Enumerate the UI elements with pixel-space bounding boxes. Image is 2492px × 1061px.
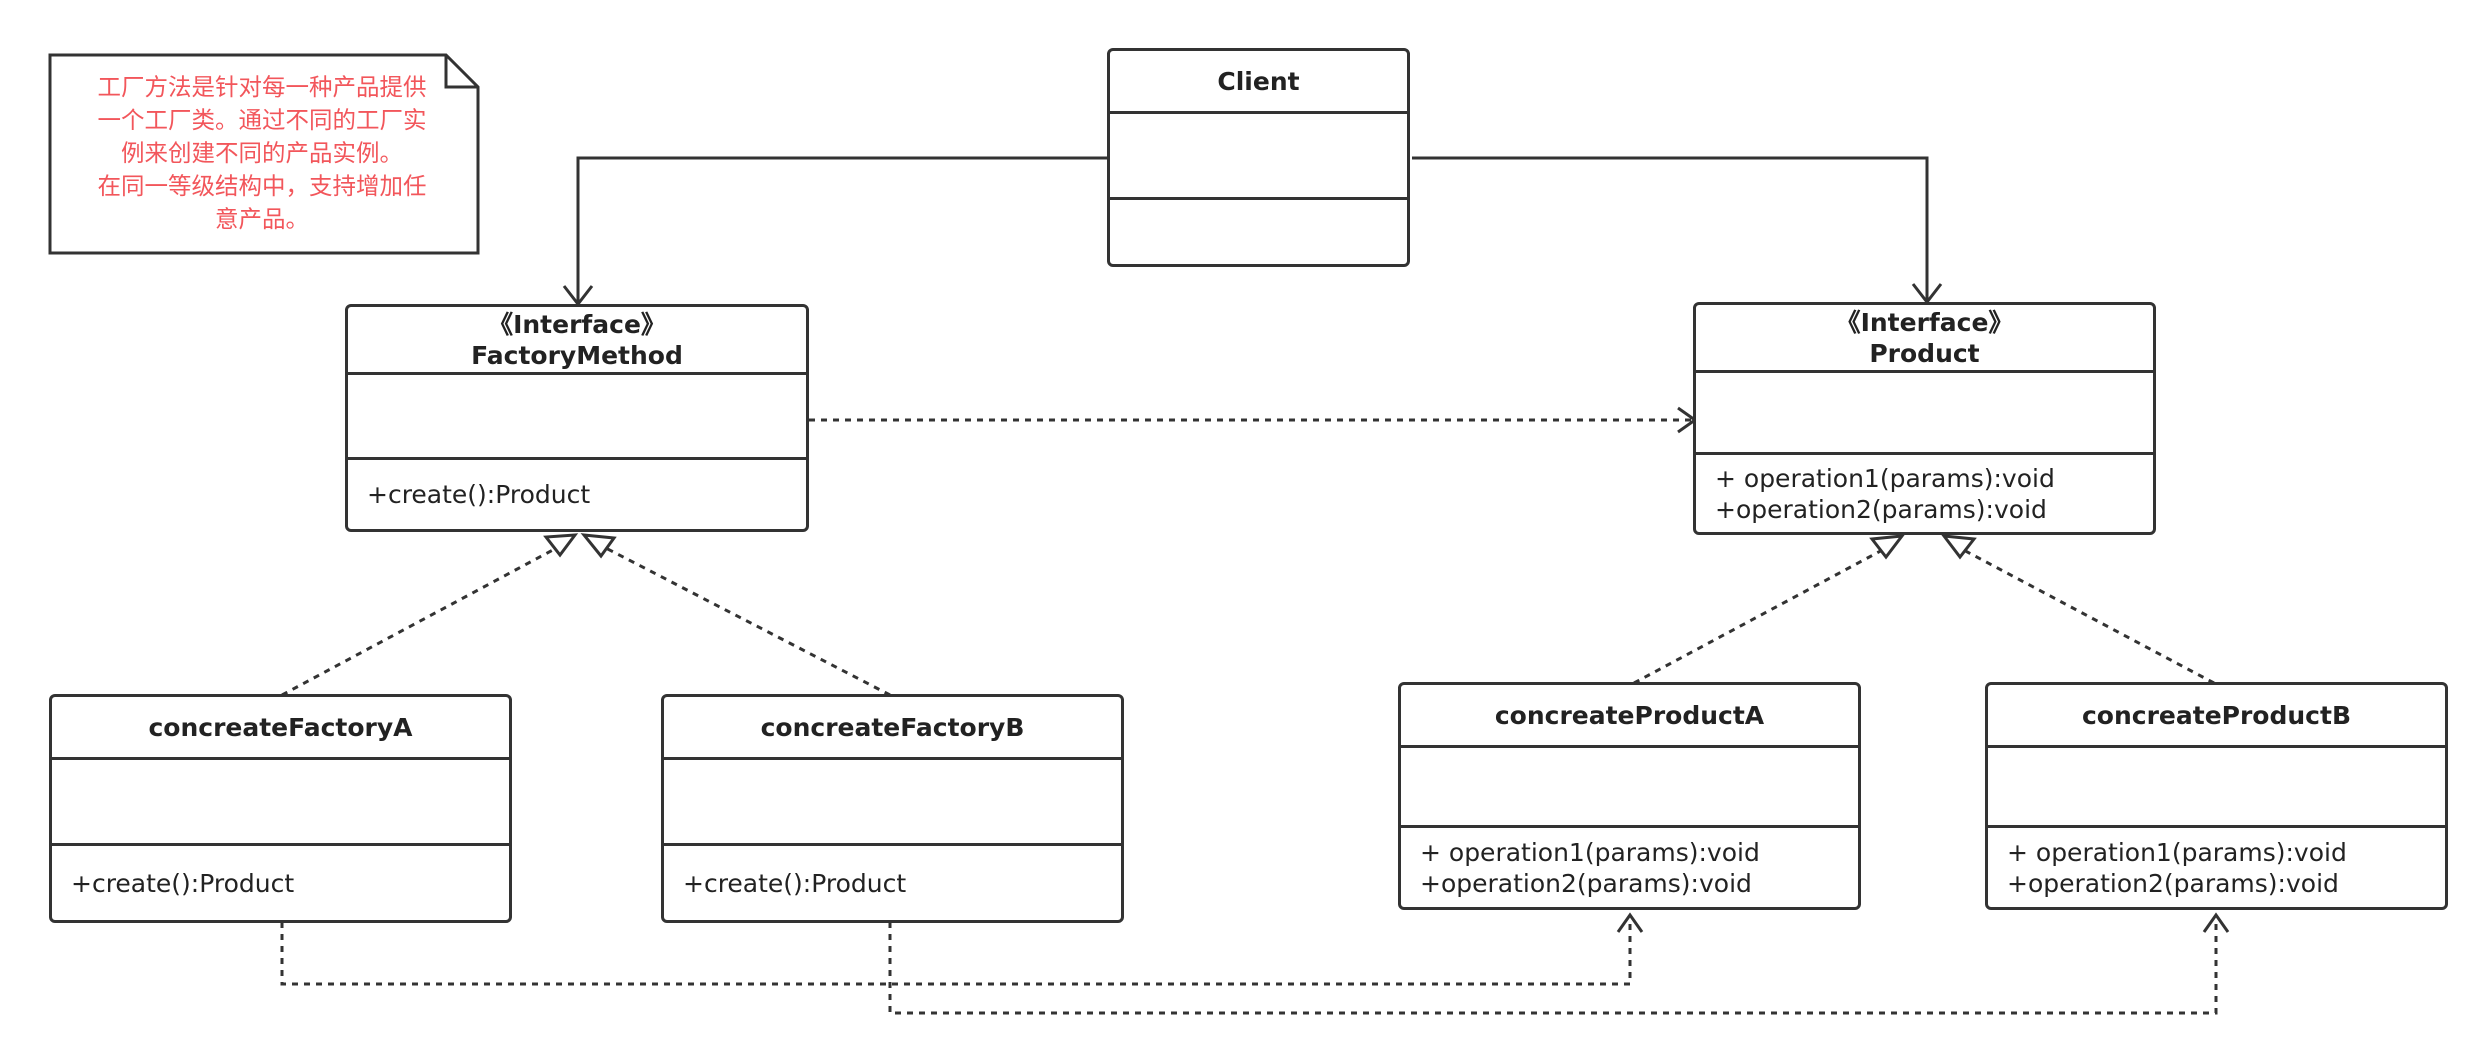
operation-create: +create():Product xyxy=(71,868,295,898)
concrete-factory-b-class[interactable]: concreateFactoryB +create():Product xyxy=(661,694,1124,923)
operations-compartment: +create():Product xyxy=(664,846,1121,920)
operation-2: +operation2(params):void xyxy=(2007,868,2339,898)
product-b-realization xyxy=(1957,545,2215,685)
factory-b-to-product-b-dependency xyxy=(888,918,2218,1015)
attributes-compartment xyxy=(52,760,509,846)
factory-a-to-product-a-dependency xyxy=(280,918,1632,986)
product-a-realization-triangle xyxy=(1869,534,1906,560)
class-header: concreateFactoryA xyxy=(52,697,509,760)
class-header: concreateProductB xyxy=(1988,685,2445,748)
note-text: 工厂方法是针对每一种产品提供 一个工厂类。通过不同的工厂实 例来创建不同的产品实… xyxy=(97,73,427,233)
class-name: Client xyxy=(1217,66,1300,96)
attributes-compartment xyxy=(348,375,806,460)
class-name: FactoryMethod xyxy=(471,340,683,370)
class-name: concreateProductB xyxy=(2081,700,2352,730)
factory-method-interface[interactable]: 《Interface》 FactoryMethod +create():Prod… xyxy=(345,304,809,532)
concrete-factory-a-class[interactable]: concreateFactoryA +create():Product xyxy=(49,694,512,923)
factory-b-realization-triangle xyxy=(580,533,617,559)
concrete-product-b-class[interactable]: concreateProductB + operation1(params):v… xyxy=(1985,682,2448,910)
product-interface[interactable]: 《Interface》 Product + operation1(params)… xyxy=(1693,302,2156,535)
class-name: concreateFactoryA xyxy=(148,712,413,742)
note-shape xyxy=(48,53,480,255)
factory-a-to-product-a-arrowhead xyxy=(1616,912,1644,933)
note-fold xyxy=(444,55,478,89)
factory-a-realization xyxy=(281,542,565,697)
attributes-compartment xyxy=(1988,748,2445,828)
attributes-compartment xyxy=(664,760,1121,846)
operation-create: +create():Product xyxy=(367,480,591,509)
class-header: concreateFactoryB xyxy=(664,697,1121,760)
class-name: Product xyxy=(1869,338,1980,368)
stereotype-label: 《Interface》 xyxy=(1835,307,2014,337)
client-to-product-association xyxy=(1412,156,1929,302)
attributes-compartment xyxy=(1401,748,1858,828)
client-class[interactable]: Client xyxy=(1107,48,1410,267)
attributes-compartment xyxy=(1696,373,2153,455)
class-name: concreateFactoryB xyxy=(760,712,1025,742)
operation-1: + operation1(params):void xyxy=(2007,837,2347,867)
operations-compartment: +create():Product xyxy=(348,460,806,529)
operation-1: + operation1(params):void xyxy=(1715,463,2055,493)
stereotype-label: 《Interface》 xyxy=(488,309,666,339)
product-b-realization-triangle xyxy=(1940,534,1977,560)
product-a-realization xyxy=(1633,545,1889,685)
operations-compartment: +create():Product xyxy=(52,846,509,920)
operation-create: +create():Product xyxy=(683,868,907,898)
factory-b-to-product-b-arrowhead xyxy=(2202,912,2230,933)
factory-b-realization xyxy=(599,543,891,697)
attributes-compartment xyxy=(1110,114,1407,200)
class-header: 《Interface》 FactoryMethod xyxy=(348,307,806,375)
operations-compartment: + operation1(params):void +operation2(pa… xyxy=(1696,455,2153,532)
concrete-product-a-class[interactable]: concreateProductA + operation1(params):v… xyxy=(1398,682,1861,910)
class-header: Client xyxy=(1110,51,1407,114)
operation-1: + operation1(params):void xyxy=(1420,837,1760,867)
class-name: concreateProductA xyxy=(1494,700,1765,730)
factory-a-realization-triangle xyxy=(543,533,579,558)
class-header: 《Interface》 Product xyxy=(1696,305,2153,373)
design-note: 工厂方法是针对每一种产品提供 一个工厂类。通过不同的工厂实 例来创建不同的产品实… xyxy=(50,55,478,253)
operation-2: +operation2(params):void xyxy=(1420,868,1752,898)
client-to-factory-association xyxy=(576,156,1109,304)
operations-compartment: + operation1(params):void +operation2(pa… xyxy=(1401,828,1858,907)
class-header: concreateProductA xyxy=(1401,685,1858,748)
operations-compartment: + operation1(params):void +operation2(pa… xyxy=(1988,828,2445,907)
operation-2: +operation2(params):void xyxy=(1715,494,2047,524)
